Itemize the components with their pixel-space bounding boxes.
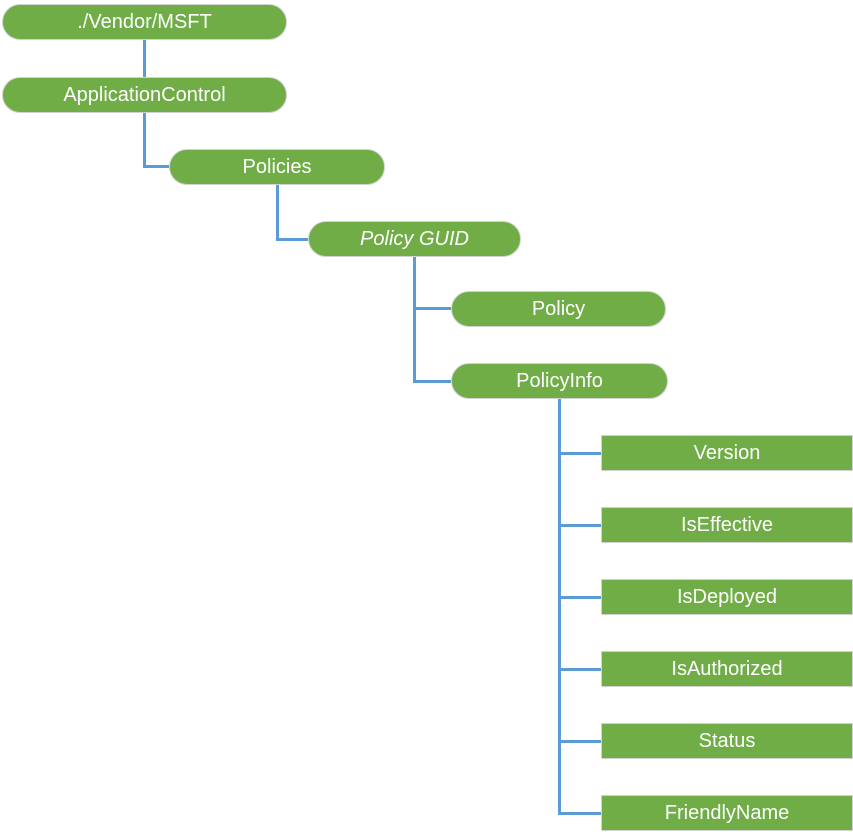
connector-to-status bbox=[558, 740, 601, 743]
connector-policyinfo-children-vertical bbox=[558, 398, 561, 815]
node-policyinfo: PolicyInfo bbox=[451, 363, 668, 399]
connector-policies-to-policyguid-vertical bbox=[276, 184, 279, 241]
node-iseffective: IsEffective bbox=[601, 507, 853, 543]
node-status: Status bbox=[601, 723, 853, 759]
connector-applicationcontrol-to-policies-horizontal bbox=[143, 165, 169, 168]
node-policy-guid: Policy GUID bbox=[308, 221, 521, 257]
connector-policyguid-children-vertical bbox=[413, 256, 416, 383]
connector-policies-to-policyguid-horizontal bbox=[276, 238, 308, 241]
node-policy: Policy bbox=[451, 291, 666, 327]
connector-to-friendlyname bbox=[558, 812, 601, 815]
node-friendlyname: FriendlyName bbox=[601, 795, 853, 831]
connector-to-policyinfo bbox=[413, 380, 451, 383]
connector-to-isauthorized bbox=[558, 668, 601, 671]
node-applicationcontrol: ApplicationControl bbox=[2, 77, 287, 113]
connector-applicationcontrol-to-policies-vertical bbox=[143, 112, 146, 168]
node-vendor-msft: ./Vendor/MSFT bbox=[2, 4, 287, 40]
connector-to-version bbox=[558, 452, 601, 455]
node-policies: Policies bbox=[169, 149, 385, 185]
connector-to-iseffective bbox=[558, 524, 601, 527]
node-isauthorized: IsAuthorized bbox=[601, 651, 853, 687]
connector-to-isdeployed bbox=[558, 596, 601, 599]
connector-vendor-to-applicationcontrol bbox=[143, 40, 146, 77]
node-isdeployed: IsDeployed bbox=[601, 579, 853, 615]
node-version: Version bbox=[601, 435, 853, 471]
connector-to-policy bbox=[413, 307, 451, 310]
